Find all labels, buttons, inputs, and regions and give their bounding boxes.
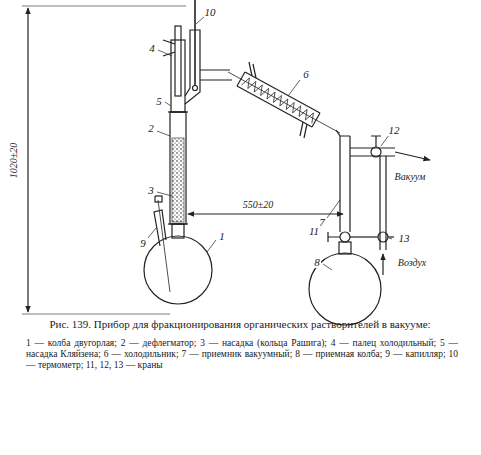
callout-number: 4 (148, 42, 156, 54)
thermometer-bulb (193, 86, 198, 91)
legend-key-text: 1 — колба двугорлая; 2 — дефлегматор; 3 … (26, 338, 458, 371)
callout-number: 10 (204, 6, 217, 18)
flask (144, 236, 212, 304)
dimension-label: 1020±20 (9, 141, 20, 179)
bypass-tube (350, 236, 378, 237)
stopcock (340, 232, 350, 242)
callout-number: 1 (218, 230, 226, 242)
cold-finger (175, 26, 181, 96)
extension-line (22, 6, 186, 7)
callout-number: 11 (308, 225, 320, 237)
stopcock-handle (371, 136, 381, 147)
callout-number: 5 (155, 95, 163, 107)
condenser-coil (241, 78, 313, 123)
receiving-flask (309, 253, 381, 325)
claisen-adapter (171, 40, 185, 112)
vacuum-receiver (336, 130, 350, 232)
cold-finger-ports (163, 40, 175, 56)
dimension-label: 550±20 (242, 199, 275, 210)
dimension-line (188, 213, 343, 214)
callout-number: 9 (139, 237, 147, 249)
vacuum-arm (350, 148, 395, 156)
callout-number: 13 (398, 232, 411, 244)
figure-caption: Рис. 139. Прибор для фракционирования ор… (20, 318, 460, 330)
air-arrow (382, 254, 383, 275)
flow-label: Воздух (397, 257, 427, 268)
water-inlet (249, 62, 256, 78)
callout-number: 2 (147, 122, 155, 134)
dimension-line (27, 8, 28, 312)
stopcock (371, 147, 381, 157)
extension-line (22, 314, 170, 315)
stopcock-handle (388, 236, 394, 237)
vacuum-arrow (395, 152, 430, 160)
flask-neck (172, 224, 184, 238)
callout-number: 6 (302, 68, 310, 80)
callout-number: 3 (147, 184, 155, 196)
thermometer (194, 0, 196, 86)
leader-lines (148, 16, 392, 270)
condenser-tube (228, 72, 340, 133)
callout-number: 12 (388, 124, 401, 136)
stopcock-handle (328, 232, 340, 242)
side-arm (200, 70, 232, 80)
capillary (158, 200, 170, 292)
coil-path (241, 78, 313, 123)
water-outlet (300, 122, 307, 138)
flask-neck (339, 242, 351, 254)
air-tube (380, 156, 386, 250)
capillary-joint (155, 196, 162, 202)
flow-label: Вакуум (394, 171, 427, 182)
raschig-packing (172, 138, 184, 222)
column (170, 112, 186, 224)
callout-number: 8 (313, 256, 321, 268)
claisen-arm (185, 30, 200, 104)
stopcock (378, 232, 388, 242)
